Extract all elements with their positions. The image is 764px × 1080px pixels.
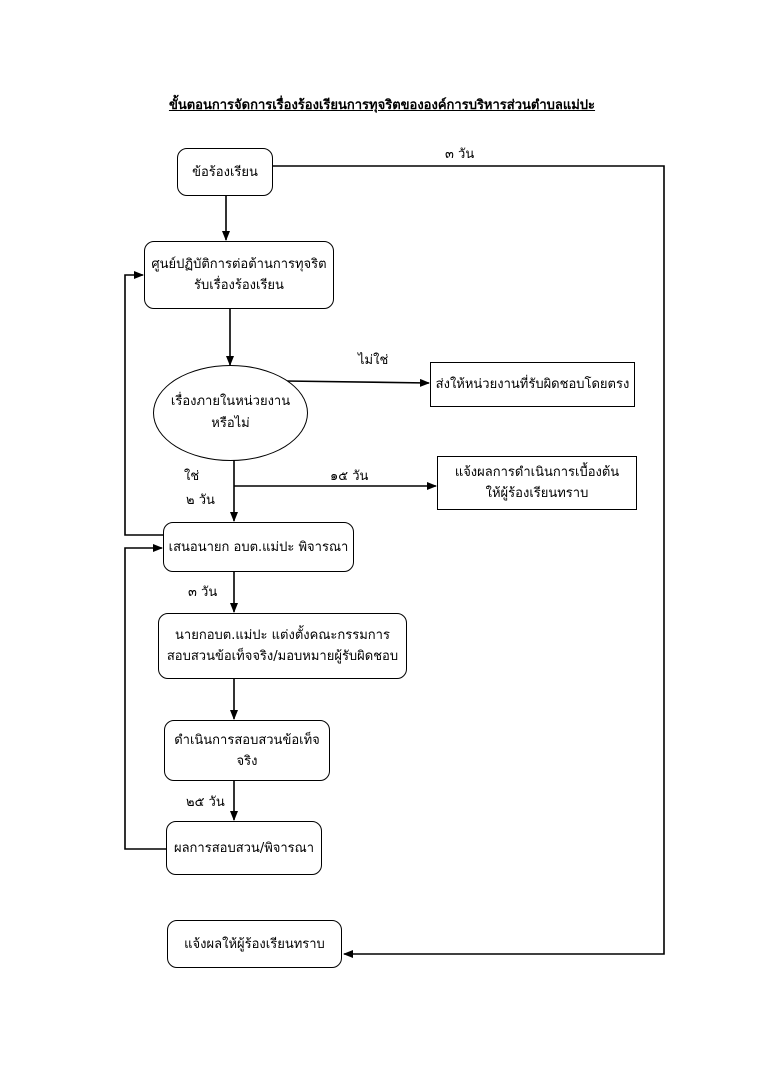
notify-prelim-line1: แจ้งผลการดำเนินการเบื้องต้น xyxy=(454,465,620,480)
appoint-box: นายกอบต.แม่ปะ แต่งตั้งคณะกรรมการ สอบสวนข… xyxy=(158,613,407,679)
page-title: ขั้นตอนการจัดการเรื่องร้องเรียนการทุจริต… xyxy=(168,98,596,113)
notify-final-label: แจ้งผลให้ผู้ร้องเรียนทราบ xyxy=(184,936,325,952)
investigate-label: ดำเนินการสอบสวนข้อเท็จจริง xyxy=(174,732,320,769)
label-25-days: ๒๕ วัน xyxy=(186,795,225,810)
forward-label: ส่งให้หน่วยงานที่รับผิดชอบโดยตรง xyxy=(435,377,630,392)
appoint-line2: สอบสวนข้อเท็จจริง/มอบหมายผู้รับผิดชอบ xyxy=(166,649,399,664)
arrow-complaint-to-notify-final xyxy=(273,165,665,958)
propose-label: เสนอนายก อบต.แม่ปะ พิจารณา xyxy=(168,539,349,555)
result-box: ผลการสอบสวน/พิจารณา xyxy=(166,821,322,875)
complaint-center-line2: รับเรื่องร้องเรียน xyxy=(194,278,284,293)
notify-final-box: แจ้งผลให้ผู้ร้องเรียนทราบ xyxy=(167,920,342,968)
label-2-days: ๒ วัน xyxy=(186,493,215,508)
arrow-result-to-propose xyxy=(124,544,166,850)
complaint-label: ข้อร้องเรียน xyxy=(192,164,258,180)
arrow-propose-to-center xyxy=(124,271,163,536)
decision-line2: หรือไม่ xyxy=(211,416,250,431)
forward-box: ส่งให้หน่วยงานที่รับผิดชอบโดยตรง xyxy=(430,362,635,407)
label-15-days: ๑๕ วัน xyxy=(330,469,369,484)
complaint-center-line1: ศูนย์ปฏิบัติการต่อต้านการทุจริต xyxy=(151,257,327,272)
label-no: ไม่ใช่ xyxy=(358,353,389,368)
complaint-center-box: ศูนย์ปฏิบัติการต่อต้านการทุจริต รับเรื่อ… xyxy=(144,241,334,309)
label-3-days: ๓ วัน xyxy=(188,585,218,600)
label-yes: ใช่ xyxy=(184,469,200,484)
notify-prelim-box: แจ้งผลการดำเนินการเบื้องต้น ให้ผู้ร้องเร… xyxy=(437,456,637,510)
notify-prelim-line2: ให้ผู้ร้องเรียนทราบ xyxy=(485,486,589,501)
arrow-decision-to-forward xyxy=(284,378,430,387)
propose-box: เสนอนายก อบต.แม่ปะ พิจารณา xyxy=(163,522,354,572)
label-3-days-top: ๓ วัน xyxy=(445,147,475,162)
result-label: ผลการสอบสวน/พิจารณา xyxy=(173,840,315,856)
investigate-box: ดำเนินการสอบสวนข้อเท็จจริง xyxy=(164,720,330,781)
decision-ellipse: เรื่องภายในหน่วยงาน หรือไม่ xyxy=(153,365,308,461)
appoint-line1: นายกอบต.แม่ปะ แต่งตั้งคณะกรรมการ xyxy=(175,628,390,643)
complaint-box: ข้อร้องเรียน xyxy=(177,148,273,196)
decision-line1: เรื่องภายในหน่วยงาน xyxy=(170,394,291,409)
